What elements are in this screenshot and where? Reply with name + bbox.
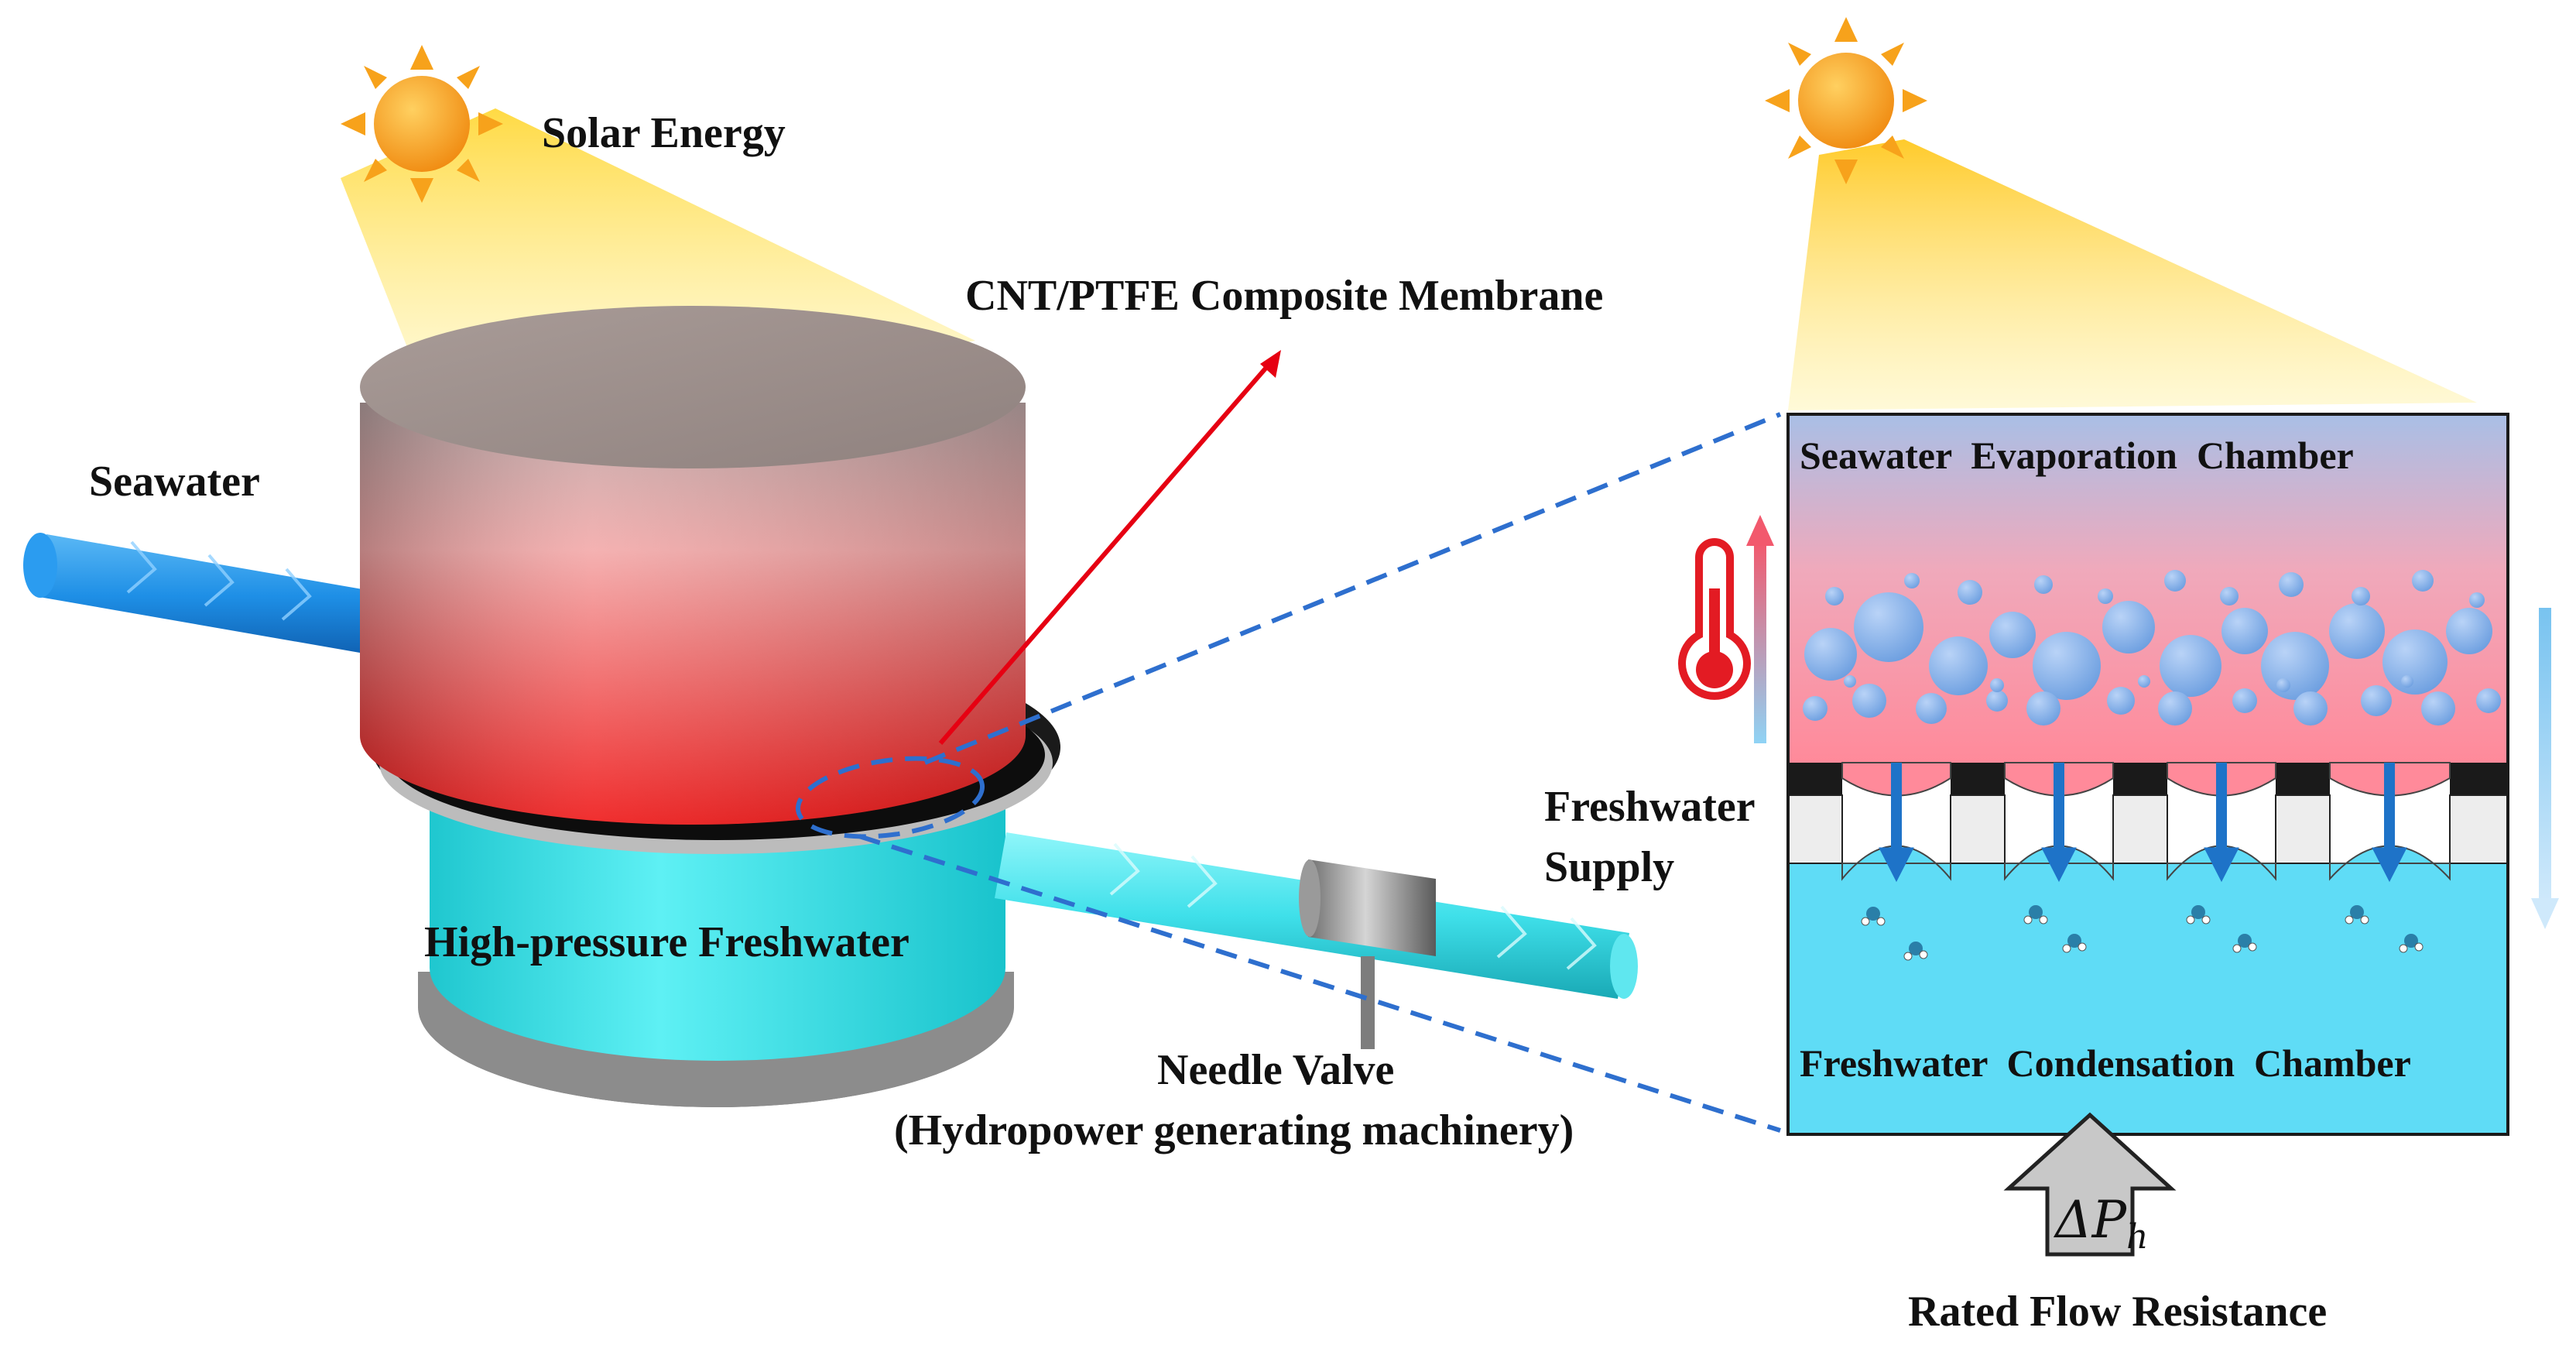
freshwater-supply-label-line1: Freshwater bbox=[1544, 783, 1756, 831]
vapor-bubbles bbox=[1803, 570, 2501, 726]
membrane-label: CNT/PTFE Composite Membrane bbox=[965, 272, 1603, 320]
vapor-flow-arrows bbox=[1879, 763, 2407, 883]
condensation-chamber-label: Freshwater Condensation Chamber bbox=[1800, 1041, 2411, 1085]
rated-flow-resistance-label: Rated Flow Resistance bbox=[1908, 1288, 2327, 1336]
membrane-pointer-arrow bbox=[938, 350, 1281, 745]
membrane-top bbox=[360, 306, 1026, 468]
flow-down-arrow bbox=[2531, 608, 2559, 929]
evaporation-chamber-label: Seawater Evaporation Chamber bbox=[1800, 434, 2354, 477]
needle-valve-label: Needle Valve bbox=[1157, 1046, 1394, 1094]
seawater-inlet-pipe bbox=[23, 533, 402, 658]
condensation-chamber bbox=[1788, 863, 2508, 1134]
needle-valve-icon bbox=[1299, 859, 1436, 1049]
desalination-device bbox=[360, 306, 1060, 1107]
solar-energy-label: Solar Energy bbox=[542, 109, 786, 157]
zoom-highlight bbox=[795, 412, 1782, 1133]
heat-up-arrow bbox=[1746, 515, 1774, 743]
seawater-label: Seawater bbox=[89, 458, 260, 506]
water-molecules bbox=[1861, 905, 2424, 961]
freshwater-supply-label-line2: Supply bbox=[1544, 843, 1674, 891]
right-sun-icon bbox=[1765, 17, 2477, 410]
freshwater-chamber bbox=[430, 774, 1005, 1061]
pressure-symbol: ΔPh bbox=[2053, 1190, 2148, 1257]
pressure-arrow-icon bbox=[2003, 1112, 2177, 1257]
thermometer-icon bbox=[1678, 538, 1751, 700]
hydropower-label: (Hydropower generating machinery) bbox=[894, 1106, 1574, 1154]
high-pressure-freshwater-label: High-pressure Freshwater bbox=[424, 918, 909, 966]
right-light-beam bbox=[1788, 139, 2477, 410]
chamber-cross-section bbox=[1786, 413, 2509, 1136]
